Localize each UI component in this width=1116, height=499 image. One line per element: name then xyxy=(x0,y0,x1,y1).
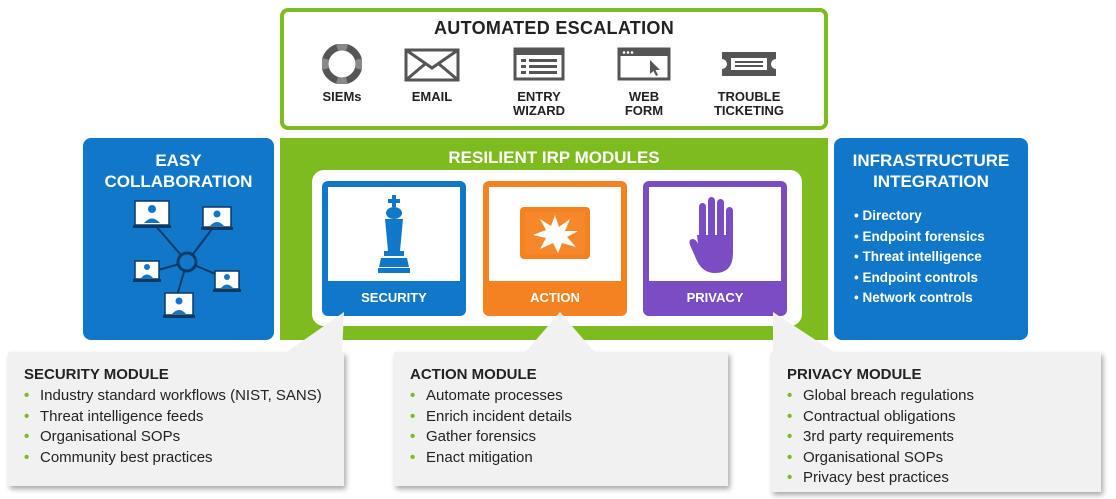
easy-collaboration-title: EASY COLLABORATION xyxy=(104,151,253,191)
infrastructure-integration-panel xyxy=(834,138,1028,340)
trouble-ticketing-label-1: TROUBLE xyxy=(717,89,781,104)
list-item: •Enrich incident details xyxy=(410,407,572,425)
privacy-card: PRIVACY xyxy=(643,181,787,316)
list-item: • Network controls xyxy=(854,290,973,305)
privacy-module-title: PRIVACY MODULE xyxy=(787,366,922,383)
entry-wizard-item: ENTRY WIZARD xyxy=(489,44,589,118)
list-item: •Enact mitigation xyxy=(410,448,533,466)
action-card: ACTION xyxy=(483,181,627,316)
list-item: • Endpoint forensics xyxy=(854,228,985,244)
list-item: •Industry standard workflows (NIST, SANS… xyxy=(24,387,322,404)
infrastructure-list: • Directory • Endpoint forensics • Threa… xyxy=(854,206,985,309)
ticket-icon xyxy=(722,52,776,76)
explosion-icon xyxy=(520,207,590,259)
security-module-callout: SECURITY MODULE •Industry standard workf… xyxy=(8,352,344,486)
action-module-callout: ACTION MODULE •Automate processes •Enric… xyxy=(394,352,728,486)
stop-hand-icon xyxy=(689,197,733,273)
action-card-label: ACTION xyxy=(530,290,580,305)
network-users-icon xyxy=(133,200,241,318)
lifebuoy-icon xyxy=(322,44,362,84)
siems-item: SIEMs xyxy=(292,44,392,104)
list-item: •Privacy best practices xyxy=(787,469,949,486)
list-item: •Automate processes xyxy=(410,387,563,404)
security-module-title: SECURITY MODULE xyxy=(24,366,169,383)
email-item: EMAIL xyxy=(382,44,482,104)
trouble-ticketing-label-2: TICKETING xyxy=(713,103,785,118)
web-form-item: WEB FORM xyxy=(594,44,694,118)
resilient-irp-modules-title: RESILIENT IRP MODULES xyxy=(448,148,660,167)
envelope-icon xyxy=(404,48,460,82)
form-list-icon xyxy=(513,47,565,81)
action-module-title: ACTION MODULE xyxy=(410,366,537,383)
action-callout-pointer xyxy=(524,312,596,354)
automated-escalation-title: AUTOMATED ESCALATION xyxy=(434,18,674,38)
chess-king-icon xyxy=(378,195,410,273)
list-item: • Endpoint controls xyxy=(854,269,978,285)
list-item: •Contractual obligations xyxy=(787,407,956,425)
privacy-callout-pointer xyxy=(773,312,837,354)
siems-label: SIEMs xyxy=(322,89,362,104)
list-item: •Organisational SOPs xyxy=(24,428,181,445)
list-item: •Threat intelligence feeds xyxy=(24,407,204,425)
privacy-card-label: PRIVACY xyxy=(686,290,744,305)
email-label: EMAIL xyxy=(411,89,453,104)
web-form-label-2: FORM xyxy=(624,103,664,118)
list-item: • Directory xyxy=(854,208,922,223)
trouble-ticketing-item: TROUBLE TICKETING xyxy=(699,44,799,118)
infrastructure-integration-title: INFRASTRUCTURE INTEGRATION xyxy=(852,151,1010,191)
list-item: •Gather forensics xyxy=(410,428,537,445)
list-item: •3rd party requirements xyxy=(787,428,954,445)
web-form-label-1: WEB xyxy=(628,89,660,104)
security-card-label: SECURITY xyxy=(361,290,427,305)
privacy-module-callout: PRIVACY MODULE •Global breach regulation… xyxy=(771,352,1101,492)
security-card: SECURITY xyxy=(322,181,466,316)
security-callout-pointer xyxy=(284,312,344,354)
entry-wizard-label-1: ENTRY xyxy=(517,89,561,104)
browser-cursor-icon xyxy=(617,47,671,81)
list-item: •Global breach regulations xyxy=(787,387,974,404)
list-item: •Community best practices xyxy=(24,448,213,466)
entry-wizard-label-2: WIZARD xyxy=(513,103,565,118)
list-item: • Threat intelligence xyxy=(854,249,982,264)
list-item: •Organisational SOPs xyxy=(787,448,944,466)
